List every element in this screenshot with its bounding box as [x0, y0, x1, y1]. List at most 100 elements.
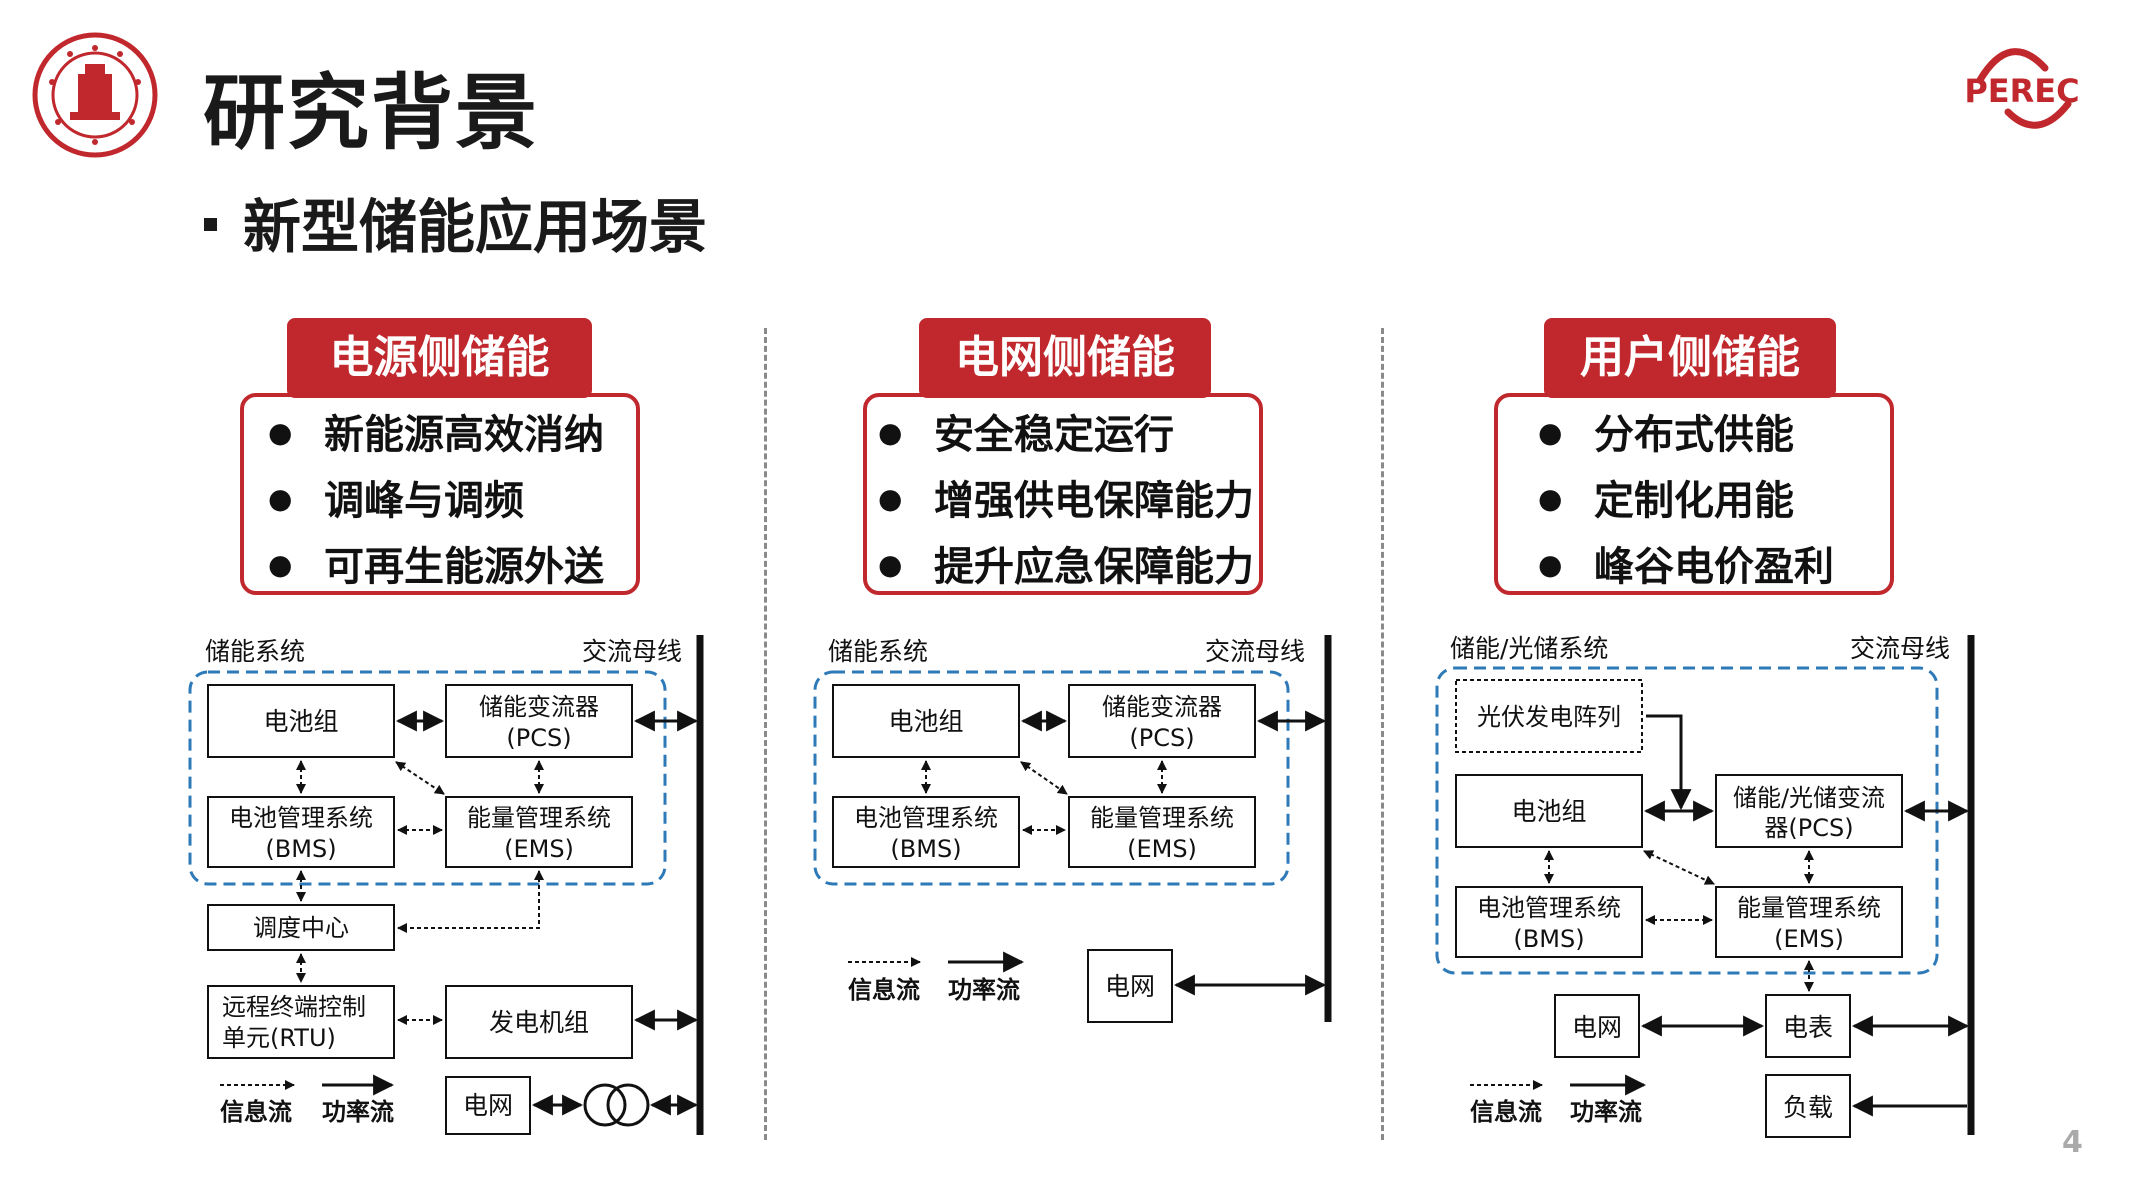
battery-box: [207, 684, 395, 758]
diagram-generation-side: 储能系统 交流母线 电池组 储能变流器 (PCS) 电池管理系统 (BMS) 能…: [188, 635, 704, 1135]
bullet-dot-icon: ●: [268, 416, 293, 449]
pv-array-label: 光伏发电阵列: [1477, 703, 1621, 731]
battery-label: 电池组: [1511, 797, 1586, 826]
ems-box: [1068, 796, 1256, 868]
dispatch-center-label: 调度中心: [253, 914, 349, 942]
bus-label: 交流母线: [1850, 634, 1950, 663]
bullet-dot-icon: ●: [1538, 482, 1563, 515]
pcs-box: [445, 684, 633, 758]
university-seal: [30, 30, 160, 160]
use-case-box-user: [1494, 393, 1894, 595]
legend-power-label: 功率流: [948, 976, 1020, 1004]
ems-label-1: 能量管理系统: [467, 804, 611, 832]
grid-box: [445, 1076, 531, 1135]
generator-box: [445, 985, 633, 1059]
bms-label-1: 电池管理系统: [229, 804, 373, 832]
bullet-dot-icon: ●: [1538, 548, 1563, 581]
ems-box: [445, 796, 633, 868]
use-case-box-grid: [863, 393, 1263, 595]
bms-box: [207, 796, 395, 868]
battery-box: [1455, 774, 1643, 848]
bullet-dot-icon: ●: [878, 416, 903, 449]
bullet-dot-icon: ●: [878, 482, 903, 515]
ems-label-2: (EMS): [504, 835, 574, 863]
bms-label-2: (BMS): [890, 835, 961, 863]
legend-info-label: 信息流: [220, 1098, 292, 1126]
storage-system-boundary: [813, 670, 1290, 886]
subtitle-text: 新型储能应用场景: [243, 193, 708, 261]
bullet-item: ●增强供电保障能力: [878, 478, 1254, 524]
ems-label-2: (EMS): [1127, 835, 1197, 863]
storage-system-boundary: [188, 670, 667, 886]
transformer-icon: [606, 1083, 650, 1127]
pcs-box: [1715, 774, 1903, 848]
ems-label-1: 能量管理系统: [1737, 894, 1881, 922]
bullet-item: ●安全稳定运行: [878, 412, 1174, 458]
ems-label-2: (EMS): [1774, 925, 1844, 953]
pcs-label-2: 器(PCS): [1764, 814, 1853, 842]
bms-box: [832, 796, 1020, 868]
column-separator: [764, 328, 767, 1140]
bms-label-1: 电池管理系统: [1477, 894, 1621, 922]
bullet-item: ●峰谷电价盈利: [1538, 544, 1834, 590]
bullet-item: ●分布式供能: [1538, 412, 1794, 458]
load-box: [1765, 1074, 1851, 1138]
pcs-label-1: 储能变流器: [1102, 693, 1222, 721]
rtu-label-1: 远程终端控制: [222, 993, 366, 1021]
rtu-box: [207, 985, 395, 1059]
pcs-label-1: 储能/光储变流: [1733, 784, 1885, 812]
rtu-label-2: 单元(RTU): [222, 1024, 336, 1052]
page-title: 研究背景: [203, 66, 540, 161]
grid-label: 电网: [463, 1091, 513, 1120]
grid-box: [1554, 994, 1640, 1058]
page-number: 4: [2062, 1125, 2083, 1160]
bullet-item: ●调峰与调频: [268, 478, 524, 524]
pv-array-box: [1455, 679, 1643, 753]
bullet-dot-icon: ●: [268, 548, 293, 581]
grid-label: 电网: [1572, 1013, 1622, 1042]
diagram-grid-side: 储能系统 交流母线 电池组 储能变流器 (PCS) 电池管理系统 (BMS) 能…: [813, 635, 1332, 1023]
load-label: 负载: [1783, 1093, 1833, 1122]
bullet-dot-icon: ●: [878, 548, 903, 581]
tag-grid-side: 电网侧储能: [919, 318, 1211, 398]
bms-label-2: (BMS): [265, 835, 336, 863]
grid-box: [1087, 949, 1173, 1023]
grid-label: 电网: [1105, 972, 1155, 1001]
tag-generation-side: 电源侧储能: [287, 318, 592, 398]
bullet-dot-icon: ●: [268, 482, 293, 515]
system-label: 储能系统: [828, 637, 928, 666]
ems-label-1: 能量管理系统: [1090, 804, 1234, 832]
perec-logo: PEREC: [1950, 30, 2095, 140]
legend-info-label: 信息流: [848, 976, 920, 1004]
dispatch-center-box: [207, 904, 395, 951]
legend-info-label: 信息流: [1470, 1098, 1542, 1126]
bullet-item: ●定制化用能: [1538, 478, 1794, 524]
bms-label-2: (BMS): [1513, 925, 1584, 953]
meter-box: [1765, 994, 1851, 1058]
tag-user-side: 用户侧储能: [1544, 318, 1836, 398]
ems-box: [1715, 886, 1903, 958]
generator-label: 发电机组: [489, 1008, 589, 1037]
legend-power-label: 功率流: [322, 1098, 394, 1126]
pcs-box: [1068, 684, 1256, 758]
pcs-label-2: (PCS): [506, 724, 571, 752]
bullet-item: ●新能源高效消纳: [268, 412, 604, 458]
battery-label: 电池组: [263, 707, 338, 736]
perec-logo-text: PEREC: [1964, 72, 2079, 110]
battery-box: [832, 684, 1020, 758]
bullet-square-icon: [204, 218, 217, 232]
bullet-item: ●提升应急保障能力: [878, 544, 1254, 590]
pcs-label-2: (PCS): [1129, 724, 1194, 752]
column-separator: [1381, 328, 1384, 1140]
legend-power-label: 功率流: [1570, 1098, 1642, 1126]
diagram-user-side: 储能/光储系统 交流母线 光伏发电阵列 电池组 储能/光储变流 器(PCS) 电…: [1435, 634, 1975, 1138]
pcs-label-1: 储能变流器: [479, 693, 599, 721]
page-subtitle: 新型储能应用场景: [204, 180, 707, 264]
storage-system-boundary: [1435, 666, 1939, 975]
transformer-icon: [583, 1083, 627, 1127]
bullet-item: ●可再生能源外送: [268, 544, 604, 590]
bus-label: 交流母线: [1205, 637, 1305, 666]
bus-label: 交流母线: [582, 637, 682, 666]
meter-label: 电表: [1783, 1013, 1833, 1042]
